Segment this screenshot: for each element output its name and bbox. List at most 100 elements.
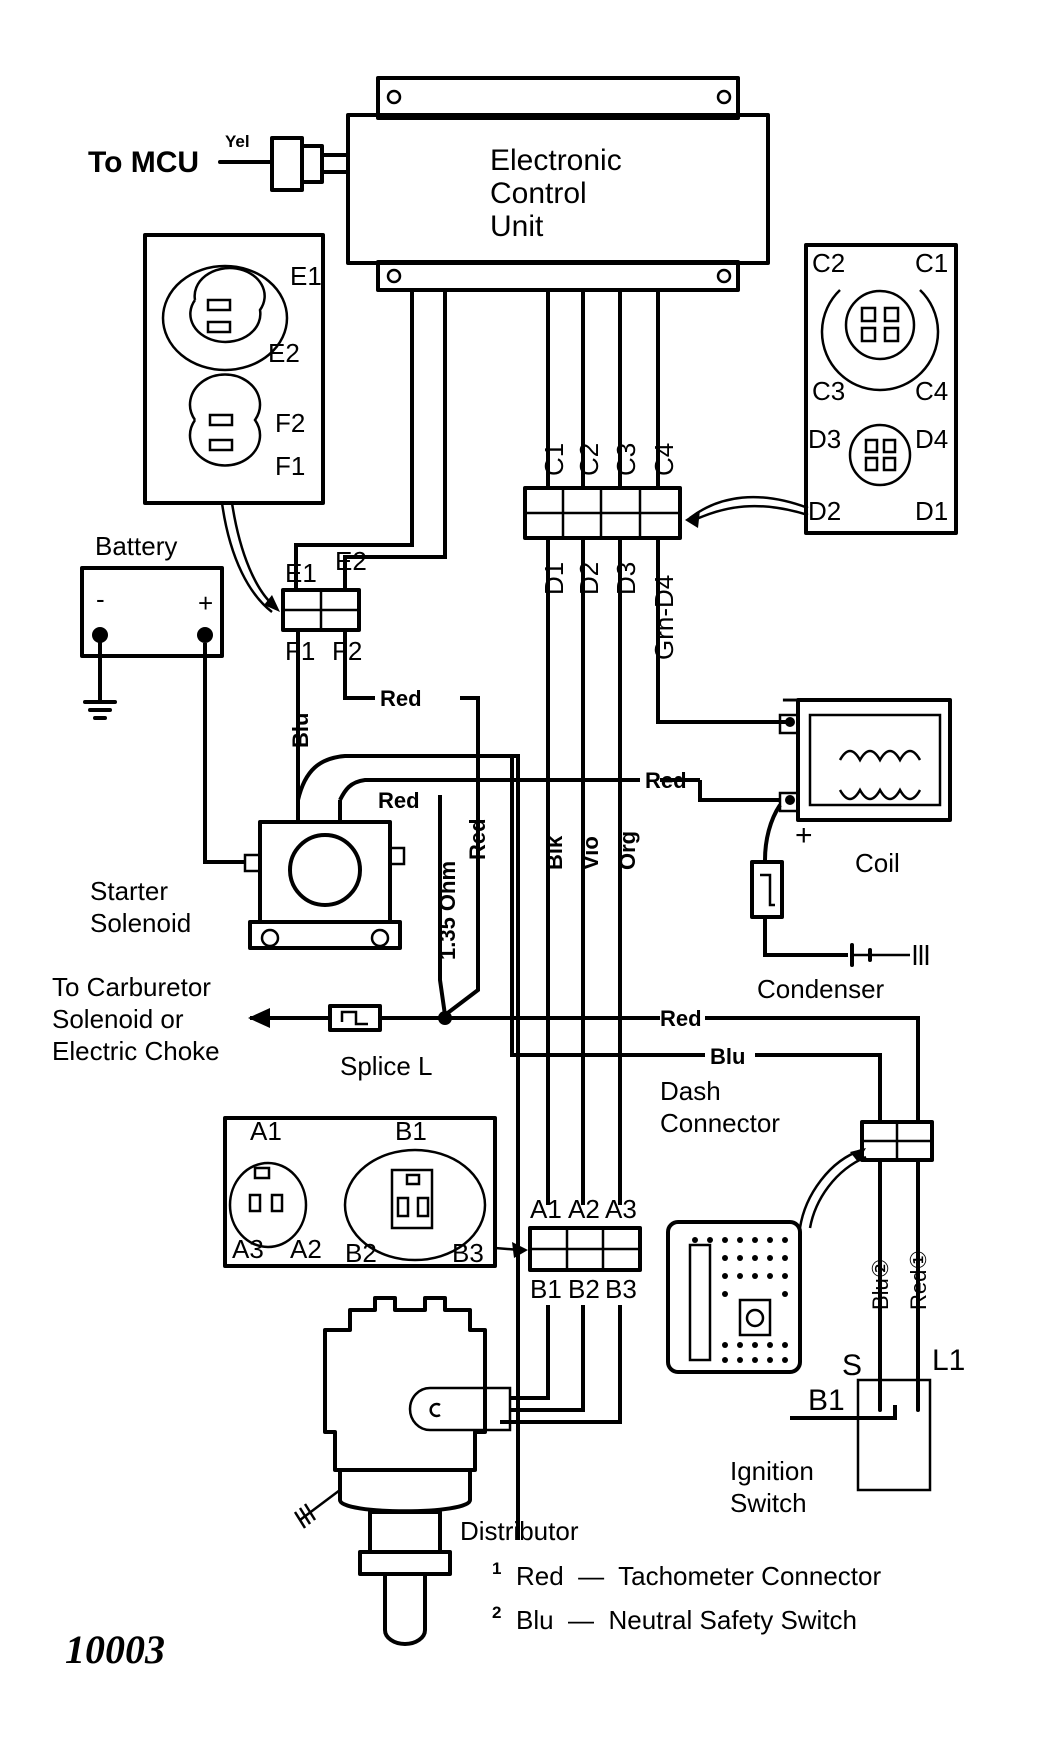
blu-dash-wire-label: Blu [710,1044,745,1069]
battery: Battery - + [80,531,245,864]
harness-f1-label: F1 [285,636,315,666]
vio-wire-label: Vio [578,836,603,870]
harness-c1-label: C1 [539,443,569,476]
ef-harness-connector: E1 E2 F1 F2 [281,546,367,666]
coil-label: Coil [855,848,900,878]
arrowhead-icon [512,1242,528,1258]
ab-harness-connector: A1 A2 A3 B1 B2 B3 [528,1194,642,1304]
condenser-label: Condenser [757,974,885,1004]
battery-neg-label: - [96,584,105,614]
org-wire-label: Org [615,831,640,870]
cd-harness-connector: C1 C2 C3 C4 D1 D2 D3 Grn-D4 [523,443,682,660]
c1-label: C1 [915,248,948,278]
red1-wire-label: Red① [906,1250,931,1310]
switch-b1-label: B1 [808,1384,845,1417]
dash-connector-line2: Connector [660,1108,780,1138]
blk-wire-label: Blk [542,835,567,870]
c4-label: C4 [915,376,948,406]
dash-connector-face [666,1220,802,1374]
d2-label: D2 [808,496,841,526]
resistor-label: 1.35 Ohm [435,861,460,960]
ignition-switch-line1: Ignition [730,1456,814,1486]
note-2-number: 2 [492,1603,501,1622]
red-vertical-wire-label: Red [465,818,490,860]
harness-d3-label: D3 [611,562,641,595]
f2-label: F2 [275,408,305,438]
harness-a3-label: A3 [605,1194,637,1224]
a2-label: A2 [290,1234,322,1264]
arrow-left-icon [248,1008,270,1028]
harness-d4-label: Grn-D4 [649,575,679,660]
arrowhead-icon [685,510,700,528]
starter-solenoid-line2: Solenoid [90,908,191,938]
ab-connector-diagram: A1 A3 A2 B1 B2 B3 [223,1116,528,1268]
figure-number: 10003 [65,1627,165,1672]
a3-label: A3 [232,1234,264,1264]
d3-label: D3 [808,424,841,454]
d4-label: D4 [915,424,948,454]
ecu-label-line3: Unit [490,210,544,243]
red-f2-wire-label: Red [380,686,422,711]
e2-label: E2 [268,338,300,368]
harness-e1-label: E1 [285,558,317,588]
coil-neg-label: – [782,682,799,715]
battery-pos-label: + [198,588,213,618]
coil-pos-label: + [795,819,813,852]
distributor: Distributor [293,1296,579,1646]
yel-wire-label: Yel [225,132,250,151]
distributor-label: Distributor [460,1516,579,1546]
notes: 1 Red — Tachometer Connector 2 Blu — Neu… [492,1559,881,1635]
red-top-wire-label: Red [645,768,687,793]
switch-s-label: S [842,1349,862,1382]
mcu-connector: To MCU Yel [88,132,350,192]
ignition-coil: – + Coil [778,682,952,878]
blu-wire-label: Blu [288,713,313,748]
starter-solenoid-line1: Starter [90,876,168,906]
harness-e2-label: E2 [335,546,367,576]
b3-label: B3 [452,1238,484,1268]
f1-label: F1 [275,451,305,481]
c3-label: C3 [812,376,845,406]
b1-label: B1 [395,1116,427,1146]
red-solenoid-wire-label: Red [378,788,420,813]
note-2-text: Blu — Neutral Safety Switch [516,1605,857,1635]
harness-d2-label: D2 [574,562,604,595]
note-1-number: 1 [492,1559,501,1578]
dash-connector-line1: Dash [660,1076,721,1106]
condenser: Condenser [750,803,929,1004]
starter-solenoid: Starter Solenoid [90,800,406,950]
harness-a1-label: A1 [530,1194,562,1224]
carb-label-line2: Solenoid or [52,1004,184,1034]
ecu-label-line1: Electronic [490,144,622,177]
splice-label: Splice L [340,1051,433,1081]
dash-connector: Dash Connector [660,1076,934,1229]
to-mcu-label: To MCU [88,146,199,179]
harness-c2-label: C2 [574,443,604,476]
ignition-switch: S L1 B1 Ignition Switch [730,1344,965,1518]
red-splice-wire-label: Red [660,1006,702,1031]
carb-label-line1: To Carburetor [52,972,211,1002]
arrowhead-icon [264,595,280,612]
c2-label: C2 [812,248,845,278]
note-1-text: Red — Tachometer Connector [516,1561,881,1591]
harness-b1-label: B1 [530,1274,562,1304]
harness-b2-label: B2 [568,1274,600,1304]
splice-l: To Carburetor Solenoid or Electric Choke… [52,972,452,1081]
arrowhead-icon [850,1148,866,1162]
harness-f2-label: F2 [332,636,362,666]
e1-label: E1 [290,261,322,291]
blu2-wire-label: Blu② [868,1258,893,1310]
ecu-box: Electronic Control Unit [346,76,770,292]
ef-connector-diagram: E1 E2 F2 F1 [143,233,325,613]
ecu-harness [294,292,660,590]
harness-d1-label: D1 [539,562,569,595]
d1-label: D1 [915,496,948,526]
carb-label-line3: Electric Choke [52,1036,220,1066]
cd-connector-diagram: C2 C1 C3 C4 D3 D4 D2 D1 [685,243,958,535]
ecu-label-line2: Control [490,177,587,210]
b2-label: B2 [345,1238,377,1268]
ignition-switch-line2: Switch [730,1488,807,1518]
harness-c3-label: C3 [611,443,641,476]
a1-label: A1 [250,1116,282,1146]
